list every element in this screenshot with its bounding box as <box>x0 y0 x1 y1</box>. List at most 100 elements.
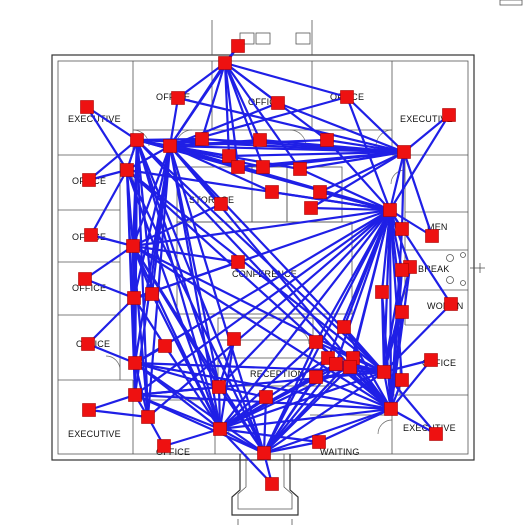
graph-edge <box>380 290 393 411</box>
graph-edge <box>334 208 392 366</box>
graph-edge <box>176 96 406 154</box>
graph-edge <box>218 337 236 431</box>
graph-node <box>329 357 343 371</box>
graph-edge <box>389 407 438 436</box>
graph-edge <box>87 393 137 412</box>
graph-node <box>231 255 245 269</box>
graph-edge <box>125 168 386 374</box>
graph-edge <box>86 342 137 365</box>
graph-edge <box>217 385 266 455</box>
graph-node <box>259 390 273 404</box>
graph-edge <box>168 144 222 431</box>
graph-edge <box>168 96 180 148</box>
graph-edge <box>218 427 321 444</box>
graph-edge <box>400 150 406 231</box>
graph-node <box>157 439 171 453</box>
graph-node <box>265 185 279 199</box>
graph-node <box>127 291 141 305</box>
graph-edge <box>146 144 172 419</box>
graph-edge <box>318 150 406 194</box>
graph-node <box>429 427 443 441</box>
room-label-office-e: OFFICE <box>422 358 456 368</box>
graph-edge <box>218 407 393 431</box>
graph-edge <box>223 61 349 99</box>
graph-node <box>309 335 323 349</box>
graph-node <box>120 163 134 177</box>
graph-edge <box>351 356 393 411</box>
building-walls <box>51 0 523 525</box>
graph-node <box>231 160 245 174</box>
graph-edge <box>298 167 392 212</box>
graph-edge <box>131 244 240 264</box>
graph-edge <box>85 105 129 172</box>
graph-node <box>312 435 326 449</box>
graph-node <box>145 287 159 301</box>
graph-node <box>424 353 438 367</box>
graph-node <box>313 185 327 199</box>
graph-edge <box>389 358 433 411</box>
graph-edge <box>270 190 392 212</box>
graph-edge <box>262 208 392 455</box>
graph-edge <box>89 233 135 248</box>
graph-node <box>320 133 334 147</box>
graph-edge <box>85 105 139 142</box>
graph-node <box>141 410 155 424</box>
graph-edge <box>342 325 386 374</box>
graph-edge <box>218 395 268 431</box>
graph-edge <box>150 144 172 296</box>
room-label-office-n2: OFFICE <box>248 97 282 107</box>
graph-edge <box>262 365 352 455</box>
graph-node <box>171 91 185 105</box>
graph-node <box>253 133 267 147</box>
room-label-executive-sw: EXECUTIVE <box>68 429 121 439</box>
graph-node <box>227 332 241 346</box>
graph-edge <box>162 427 222 448</box>
graph-edge <box>132 296 167 348</box>
graph-edge <box>388 208 404 382</box>
graph-edge <box>262 375 318 455</box>
graph-edge <box>217 337 236 389</box>
room-label-reception: RECEPTION <box>250 369 304 379</box>
graph-node <box>231 39 245 53</box>
graph-nodes <box>78 39 458 491</box>
graph-node <box>395 222 409 236</box>
graph-edge <box>314 375 393 411</box>
graph-node <box>425 229 439 243</box>
graph-node <box>293 162 307 176</box>
graph-edge <box>223 61 302 171</box>
room-label-office-w3: OFFICE <box>72 283 106 293</box>
graph-edge <box>168 144 274 194</box>
graph-edge <box>83 244 135 281</box>
graph-node <box>158 339 172 353</box>
graph-edge <box>388 208 412 269</box>
graph-edge <box>388 150 406 212</box>
graph-edge <box>125 168 222 431</box>
graph-edge <box>402 113 451 154</box>
graph-node <box>195 132 209 146</box>
graph-node <box>395 373 409 387</box>
graph-edge <box>223 61 240 169</box>
graph-edge <box>133 393 266 455</box>
graph-node <box>375 285 389 299</box>
graph-edge <box>309 206 392 212</box>
graph-edge <box>227 150 406 158</box>
graph-edge <box>317 407 393 444</box>
graph-node <box>304 201 318 215</box>
graph-edge <box>135 138 154 296</box>
graph-node <box>442 108 456 122</box>
graph-node <box>271 96 285 110</box>
graph-edge <box>217 385 222 431</box>
room-label-office-s: OFFICE <box>156 447 190 457</box>
graph-edge <box>345 95 406 154</box>
graph-edge <box>131 208 392 248</box>
graph-edge <box>200 61 227 141</box>
graph-node <box>309 370 323 384</box>
graph-node <box>82 403 96 417</box>
graph-edge <box>176 61 227 100</box>
graph-edge <box>89 168 129 237</box>
graph-edge <box>125 144 172 172</box>
graph-node <box>444 297 458 311</box>
graph-node <box>130 133 144 147</box>
graph-node <box>82 173 96 187</box>
